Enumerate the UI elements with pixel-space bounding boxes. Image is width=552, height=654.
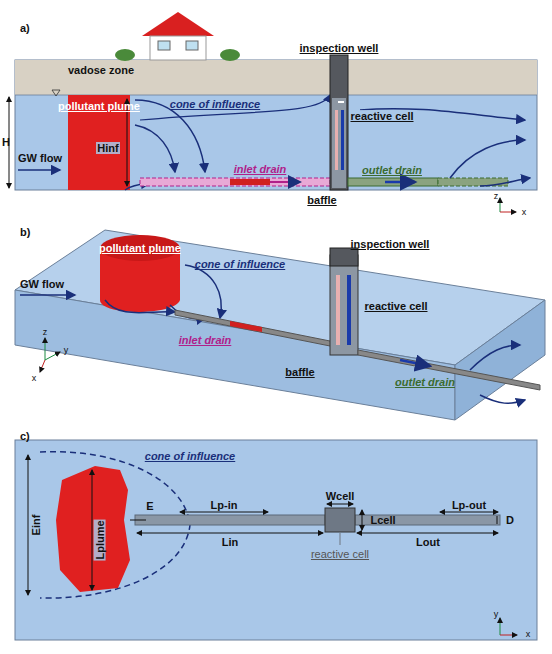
flow-label: cone of influence — [170, 98, 260, 110]
dimension: Lp-in — [211, 499, 238, 511]
dimension: Lout — [416, 536, 440, 548]
panel-letter: b) — [20, 226, 30, 238]
axis-label: z — [43, 326, 48, 338]
panel-letter: a) — [20, 22, 30, 34]
axis-label: z — [494, 190, 499, 202]
flow-label: GW flow — [18, 152, 62, 164]
part-label: baffle — [307, 194, 336, 206]
dimension: Lplume — [94, 519, 106, 560]
part-label: reactive cell — [365, 300, 428, 312]
axis-label: y — [494, 608, 499, 620]
part-label: inspection well — [300, 42, 379, 54]
dimension: D — [506, 514, 514, 526]
axis-label: y — [64, 344, 69, 356]
dimension: Einf — [30, 514, 42, 537]
panel-letter: c) — [20, 430, 30, 442]
part-label: reactive cell — [350, 110, 415, 122]
axis-label: x — [522, 206, 527, 218]
flow-label: cone of influence — [145, 450, 235, 462]
axis-label: x — [526, 628, 531, 640]
flow-label: GW flow — [20, 278, 64, 290]
part-label: reactive cell — [311, 548, 369, 560]
dimension: Hinf — [96, 142, 119, 154]
part-label: pollutant plume — [58, 100, 140, 112]
dimension: Wcell — [326, 490, 355, 502]
dimension: E — [146, 500, 153, 512]
part-label: baffle — [285, 366, 314, 378]
axis-label: x — [32, 372, 37, 384]
zone-label: vadose zone — [68, 64, 134, 76]
dimension: Lcell — [370, 514, 395, 526]
part-label: outlet drain — [362, 164, 422, 176]
part-label: inlet drain — [179, 334, 232, 346]
flow-label: cone of influence — [195, 258, 285, 270]
dimension: Lp-out — [452, 499, 486, 511]
dimension: Lin — [222, 536, 239, 548]
part-label: pollutant plume — [99, 242, 181, 254]
part-label: inspection well — [351, 238, 430, 250]
dimension: H — [2, 136, 10, 148]
part-label: inlet drain — [234, 163, 287, 175]
part-label: outlet drain — [395, 376, 455, 388]
